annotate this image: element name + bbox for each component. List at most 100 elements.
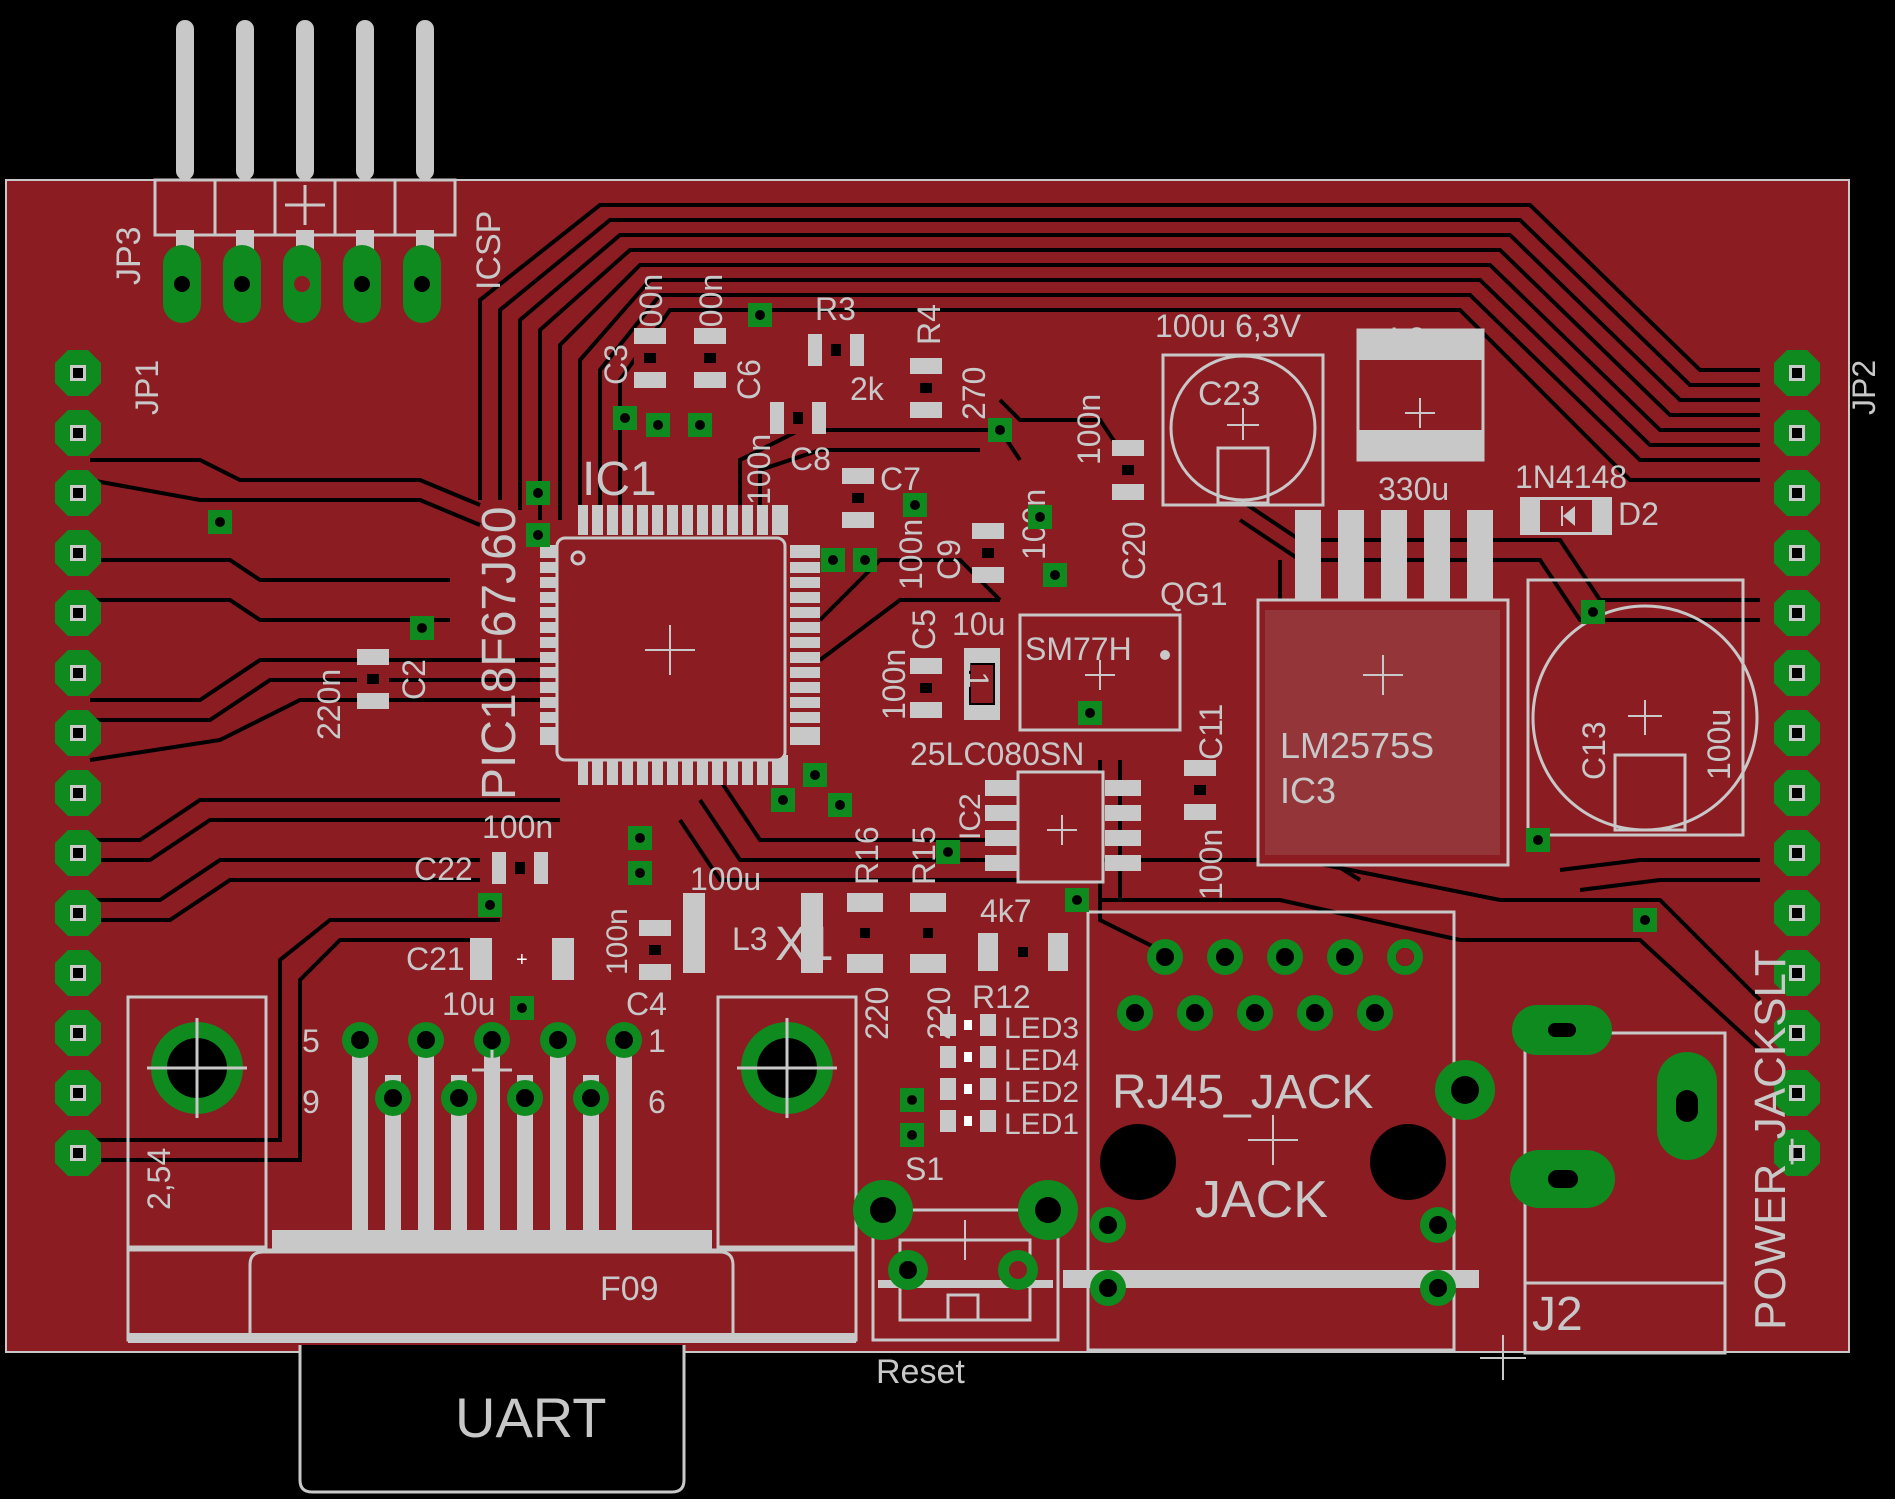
r12-resistor: 4k7 R12 (972, 893, 1068, 1015)
reset-label: Reset (876, 1353, 965, 1391)
c22-value: 100n (482, 809, 553, 845)
c3-value: 100n (633, 274, 669, 345)
ic3-part: LM2575S (1280, 725, 1434, 766)
c6-value: 100n (693, 274, 729, 345)
l1-label: L1 (961, 655, 994, 688)
trace-isolation (89, 203, 1762, 1162)
r16-resistor: R16 220 (847, 826, 895, 1040)
qg1-part: SM77H (1025, 631, 1132, 667)
c9-capacitor: C9 100n 100n (893, 489, 1052, 590)
uart-db9-connector: UART F09 5 1 9 6 2,54 (126, 995, 858, 1494)
rj45-jack: RJ45_JACK JACK (1063, 910, 1495, 1352)
c23-electrolytic: C23 100u 6,3V (1155, 308, 1325, 507)
led4-label: LED4 (1004, 1044, 1079, 1077)
c5-capacitor: C5 100n (876, 609, 942, 720)
c21-label: C21 (406, 941, 465, 977)
c20-label: C20 (1116, 521, 1152, 580)
pin6-label: 6 (648, 1084, 666, 1120)
c23-label: C23 (1198, 375, 1260, 413)
c9-label: C9 (931, 539, 967, 580)
rj45-label: RJ45_JACK (1112, 1066, 1373, 1119)
c22-capacitor: C22 100n (414, 809, 553, 887)
ic1-name: IC1 (582, 453, 657, 506)
ic2-part: 25LC080SN (910, 736, 1084, 772)
c7-label: C7 (880, 461, 921, 497)
c11-label: C11 (1193, 704, 1229, 760)
c4-label: C4 (626, 986, 667, 1022)
c11-value: 100n (1193, 829, 1229, 900)
c4-capacitor: C4 100n (601, 908, 671, 1022)
led3-label: LED3 (1004, 1012, 1079, 1045)
c20-value: 100n (1071, 394, 1107, 465)
l2-inductor: L2 330u (1356, 321, 1485, 507)
c4-value: 100n (601, 908, 634, 975)
c8-value: 100n (741, 434, 777, 505)
ic1-part: PIC18F67J60 (473, 506, 526, 800)
led1-label: LED1 (1004, 1108, 1079, 1141)
f09-label: F09 (600, 1270, 659, 1308)
l2-label: L2 (1390, 321, 1426, 357)
x1-label: X1 (775, 918, 834, 971)
r4-label: R4 (911, 304, 947, 345)
jack-label: JACK (1195, 1171, 1328, 1229)
power-jack-label: POWER_JACKSLT (1746, 949, 1795, 1330)
r15-resistor: R15 220 (906, 826, 957, 1040)
c5-value: 100n (876, 649, 912, 720)
r16-label: R16 (849, 826, 885, 885)
c22-label: C22 (414, 851, 473, 887)
jp3-icsp-header: JP3 ICSP (110, 20, 508, 323)
c13-value: 100u (1701, 709, 1737, 780)
pin9-label: 9 (302, 1084, 320, 1120)
r3-value: 2k (850, 371, 885, 407)
icsp-label: ICSP (470, 211, 508, 290)
c13-label: C13 (1576, 721, 1612, 780)
jp2-header: JP2 (1774, 350, 1882, 1176)
c21-value: 10u (442, 986, 495, 1022)
c20-capacitor: C20 100n (1071, 394, 1152, 580)
jp2-label: JP2 (1846, 360, 1882, 415)
pin5-label: 5 (302, 1023, 320, 1059)
led2-label: LED2 (1004, 1076, 1079, 1109)
c23-value: 100u 6,3V (1155, 308, 1302, 344)
ic2-label: IC2 (954, 793, 987, 840)
pin1-label: 1 (648, 1023, 666, 1059)
ic1-pic18f67j60: IC1 PIC18F67J60 (473, 453, 820, 800)
c8-capacitor: 100n C8 (741, 402, 831, 505)
l1-value: 10u (952, 606, 1005, 642)
r12-value: 4k7 (980, 893, 1032, 929)
ic3-label: IC3 (1280, 770, 1336, 811)
c2-value: 220n (311, 669, 347, 740)
c2-capacitor: C2 220n (311, 649, 432, 740)
c7-capacitor: C7 (842, 461, 921, 528)
l3-label: L3 (732, 921, 768, 957)
r3-resistor: R3 2k (808, 291, 885, 407)
s1-reset-switch: S1 Reset (853, 1151, 1078, 1391)
qg1-oscillator: QG1 SM77H (1018, 576, 1228, 732)
l2-value: 330u (1378, 471, 1449, 507)
r16-value: 220 (859, 987, 895, 1040)
svg-text:+: + (516, 949, 528, 971)
led-array: LED3 LED4 LED2 LED1 (940, 1012, 1079, 1141)
r12-label: R12 (972, 979, 1031, 1015)
c3-label: C3 (598, 344, 634, 385)
c9-value: 100n (893, 519, 929, 590)
jp1-label: JP1 (129, 360, 165, 415)
c2-label: C2 (396, 659, 432, 700)
c8-label: C8 (790, 441, 831, 477)
c11-capacitor: C11 100n (1184, 704, 1229, 900)
l3-inductor: L3 100u X1 (683, 861, 834, 973)
j2-power-jack: J2 POWER_JACKSLT (1480, 949, 1795, 1380)
l1-inductor: L1 10u (952, 606, 1005, 720)
r4-resistor: R4 270 (910, 304, 992, 420)
c13-electrolytic: C13 100u (1526, 578, 1759, 837)
d2-diode: 1N4148 D2 (1515, 459, 1659, 535)
jp1-header: JP1 (55, 350, 165, 1176)
c5-label: C5 (906, 609, 942, 650)
d2-label: D2 (1618, 496, 1659, 532)
s1-label: S1 (905, 1151, 944, 1187)
uart-label: UART (455, 1386, 606, 1449)
j2-label: J2 (1532, 1288, 1583, 1341)
ic3-lm2575s: LM2575S IC3 (1256, 510, 1510, 867)
ic2-25lc080sn: IC2 25LC080SN (910, 736, 1141, 884)
